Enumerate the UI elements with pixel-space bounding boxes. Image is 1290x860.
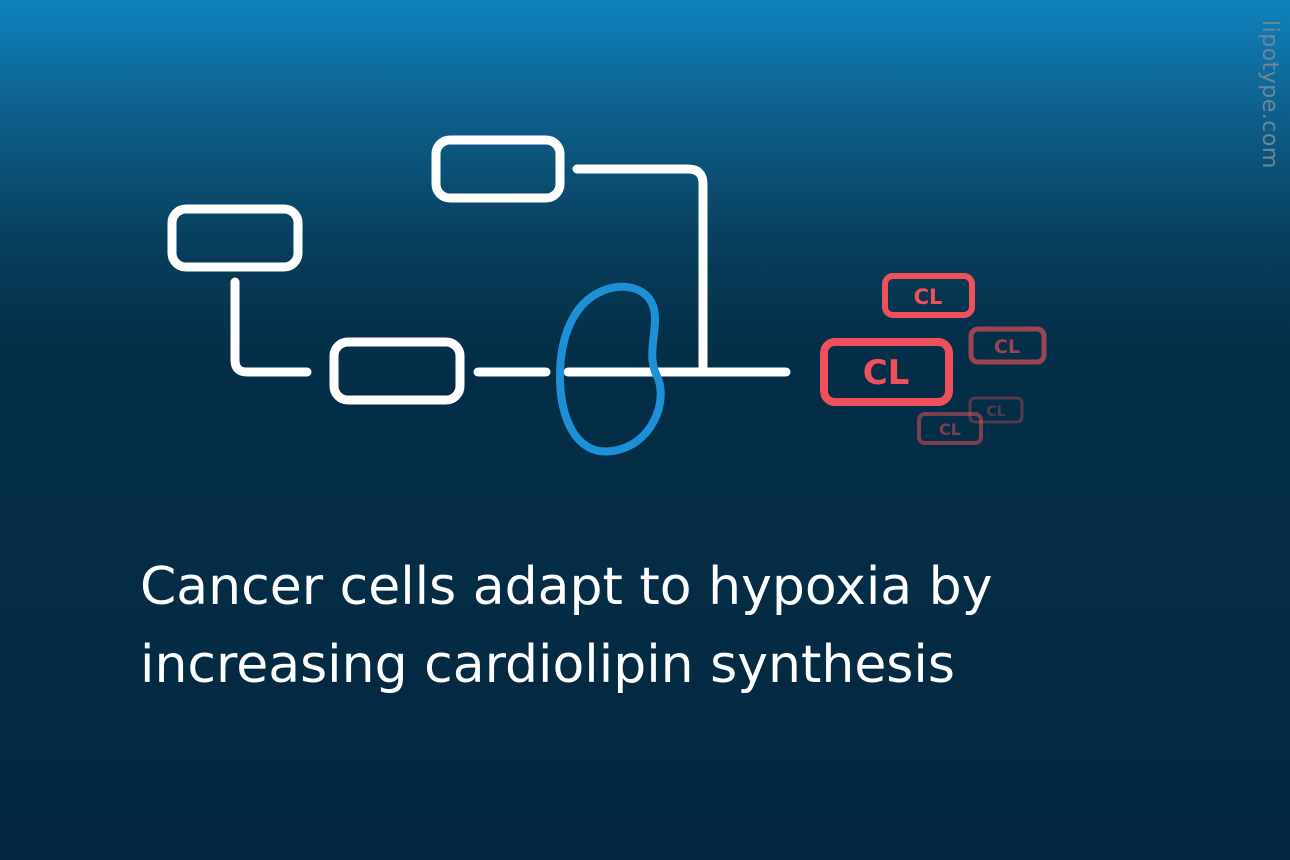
cl-box-upper: CL — [882, 273, 975, 318]
headline-line-1: Cancer cells adapt to hypoxia by — [140, 557, 993, 617]
headline: Cancer cells adapt to hypoxia by increas… — [140, 548, 1140, 704]
cl-label: CL — [994, 336, 1020, 358]
cl-box-faint: CL — [968, 396, 1024, 424]
cl-label: CL — [914, 285, 943, 309]
cl-label: CL — [986, 404, 1005, 420]
connector-top — [572, 164, 708, 375]
cl-label: CL — [863, 353, 910, 393]
headline-line-2: increasing cardiolipin synthesis — [140, 635, 955, 695]
precursor-box-left — [167, 204, 303, 272]
watermark-text: lipotype.com — [1257, 20, 1282, 169]
cl-box-right: CL — [968, 326, 1047, 365]
cl-box-small: CL — [917, 412, 983, 445]
connector-left — [230, 277, 312, 377]
cardiolipin-diagram: CL CL CL CL CL — [167, 135, 1047, 456]
precursor-box-top — [431, 135, 565, 203]
precursor-box-middle — [329, 337, 465, 405]
cl-label: CL — [939, 420, 961, 439]
membrane-blob — [556, 282, 665, 456]
cl-box-large: CL — [820, 338, 953, 406]
